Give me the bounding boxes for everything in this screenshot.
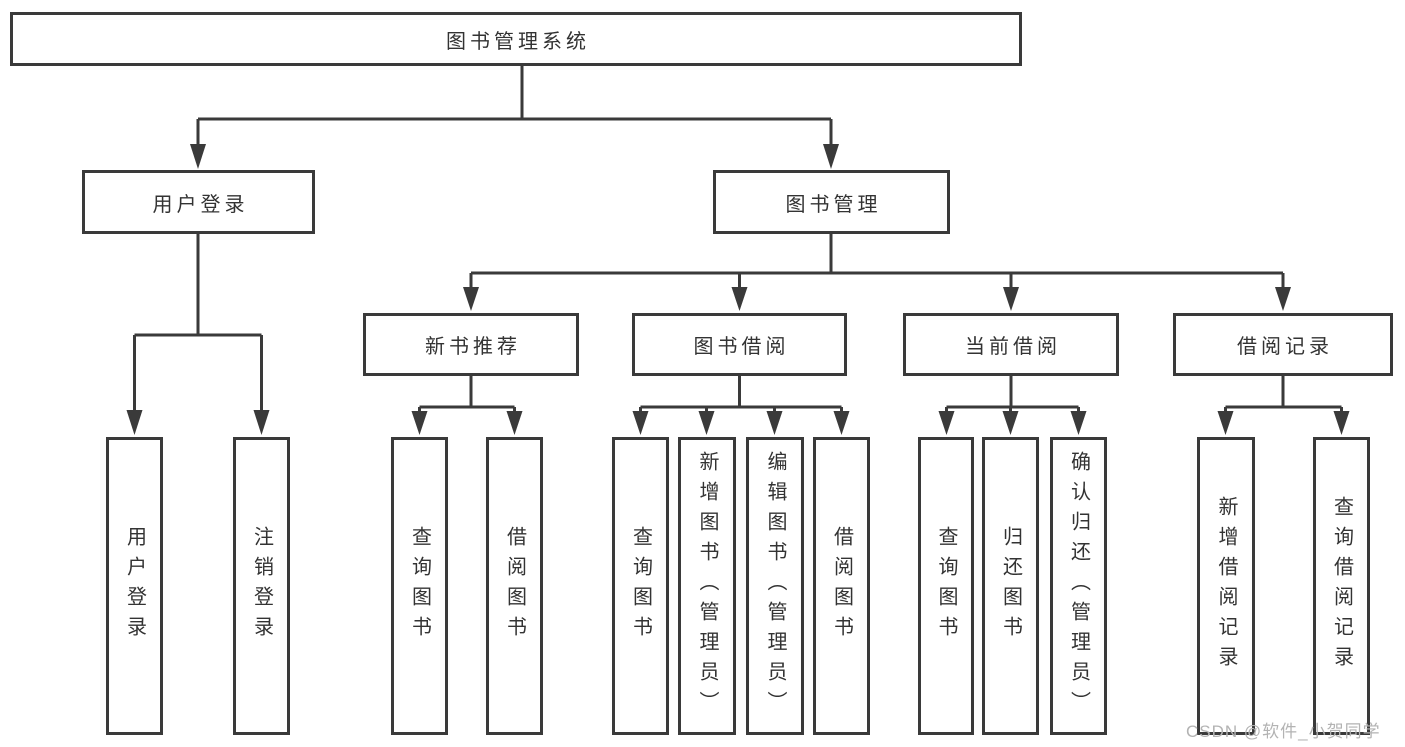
node-leaf-user-login: 用户登录 bbox=[106, 437, 163, 735]
connector-book-borrow-group bbox=[632, 376, 850, 435]
connector-book-mgmt-to-level3 bbox=[463, 234, 1291, 311]
node-leaf-borrow-book-1: 借阅图书 bbox=[486, 437, 543, 735]
connector-current-borrow-group bbox=[938, 376, 1087, 435]
node-borrow-record: 借阅记录 bbox=[1173, 313, 1393, 376]
node-leaf-query-book-2: 查询图书 bbox=[612, 437, 669, 735]
connector-new-book-group bbox=[411, 376, 523, 435]
node-user-login: 用户登录 bbox=[82, 170, 315, 234]
node-leaf-query-book-1: 查询图书 bbox=[391, 437, 448, 735]
csdn-watermark: CSDN @软件_小贺同学 bbox=[1186, 722, 1381, 741]
node-leaf-query-book-3: 查询图书 bbox=[918, 437, 974, 735]
node-book-borrow: 图书借阅 bbox=[632, 313, 847, 376]
node-library-management-system: 图书管理系统 bbox=[10, 12, 1022, 66]
node-current-borrow: 当前借阅 bbox=[903, 313, 1119, 376]
node-new-book-recommend: 新书推荐 bbox=[363, 313, 579, 376]
node-leaf-logout: 注销登录 bbox=[233, 437, 290, 735]
node-book-management: 图书管理 bbox=[713, 170, 950, 234]
connector-root-to-level2 bbox=[190, 66, 839, 169]
node-leaf-edit-book-admin: 编辑图书（管理员） bbox=[746, 437, 804, 735]
node-leaf-confirm-return-admin: 确认归还（管理员） bbox=[1050, 437, 1107, 735]
node-leaf-borrow-book-2: 借阅图书 bbox=[813, 437, 870, 735]
connector-user-login-group bbox=[126, 234, 270, 435]
node-leaf-add-book-admin: 新增图书（管理员） bbox=[678, 437, 736, 735]
node-leaf-query-borrow-record: 查询借阅记录 bbox=[1313, 437, 1370, 735]
connector-borrow-record-group bbox=[1217, 376, 1350, 435]
node-leaf-add-borrow-record: 新增借阅记录 bbox=[1197, 437, 1255, 735]
node-leaf-return-book: 归还图书 bbox=[982, 437, 1039, 735]
